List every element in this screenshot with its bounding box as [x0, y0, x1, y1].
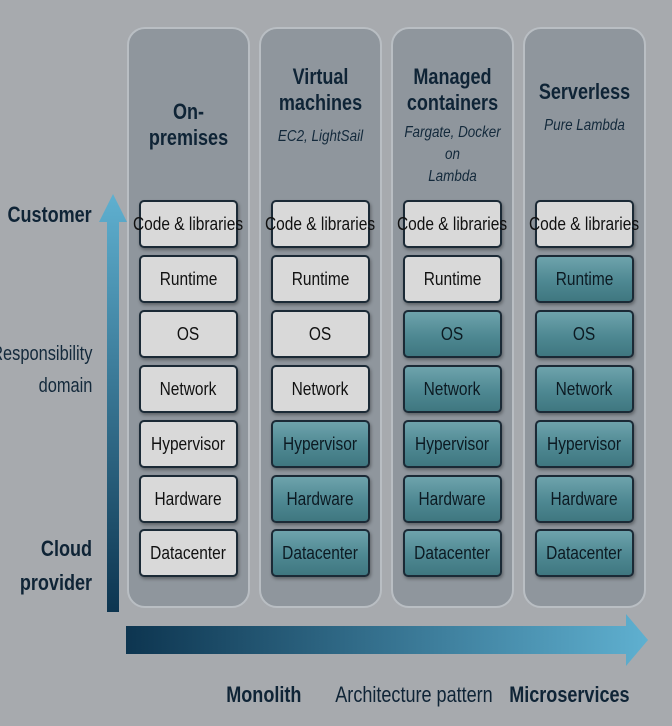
column-subtitle: EC2, LightSail — [277, 128, 364, 145]
responsibility-line-1: Responsibility — [0, 343, 92, 365]
layer-network: Network — [535, 365, 634, 413]
column-title: Managed containers — [406, 64, 499, 115]
layer-label: Hardware — [418, 488, 487, 509]
layer-label: Hypervisor — [283, 433, 358, 454]
layer-datacenter: Datacenter — [403, 529, 502, 577]
layer-label: Network — [556, 378, 613, 399]
layer-label: Datacenter — [150, 542, 227, 563]
layer-label: Network — [292, 378, 349, 399]
customer-label: Customer — [7, 202, 92, 227]
monolith-label: Monolith — [226, 682, 302, 707]
layer-label: Runtime — [291, 268, 350, 289]
layer-os: OS — [403, 310, 502, 358]
layer-code-libraries: Code & libraries — [397, 200, 508, 248]
layer-label: Network — [424, 378, 481, 399]
layer-label: Datacenter — [282, 542, 359, 563]
layer-hardware: Hardware — [139, 475, 238, 523]
layer-os: OS — [535, 310, 634, 358]
layer-code-libraries: Code & libraries — [265, 200, 376, 248]
layer-runtime: Runtime — [403, 255, 502, 303]
column-title: Serverless — [538, 79, 631, 104]
responsibility-line-2: domain — [38, 375, 92, 397]
layer-label: Hardware — [154, 488, 223, 509]
layer-label: OS — [177, 323, 200, 344]
layer-network: Network — [403, 365, 502, 413]
layer-label: Code & libraries — [529, 213, 640, 234]
microservices-label: Microservices — [509, 682, 630, 707]
column-title: On-premises — [148, 99, 229, 150]
layer-datacenter: Datacenter — [139, 529, 238, 577]
layer-label: OS — [441, 323, 464, 344]
layer-hypervisor: Hypervisor — [535, 420, 634, 468]
layer-label: Hypervisor — [151, 433, 226, 454]
layer-hardware: Hardware — [535, 475, 634, 523]
layer-code-libraries: Code & libraries — [529, 200, 640, 248]
architecture-pattern-label: Architecture pattern — [335, 682, 493, 707]
layer-label: Code & libraries — [133, 213, 244, 234]
layer-network: Network — [139, 365, 238, 413]
layer-os: OS — [139, 310, 238, 358]
layer-label: OS — [309, 323, 332, 344]
layer-label: Datacenter — [546, 542, 623, 563]
layer-hypervisor: Hypervisor — [271, 420, 370, 468]
column-subtitle: Fargate, Docker on Lambda — [404, 124, 501, 185]
layer-os: OS — [271, 310, 370, 358]
column-header: On-premises — [129, 29, 248, 199]
layer-network: Network — [271, 365, 370, 413]
column-title: Virtual machines — [278, 64, 363, 115]
layer-label: Runtime — [423, 268, 482, 289]
layer-label: Hardware — [286, 488, 355, 509]
layer-hardware: Hardware — [403, 475, 502, 523]
layer-label: Runtime — [159, 268, 218, 289]
layer-label: Runtime — [555, 268, 614, 289]
layer-runtime: Runtime — [139, 255, 238, 303]
layer-label: Hypervisor — [547, 433, 622, 454]
layer-datacenter: Datacenter — [535, 529, 634, 577]
layer-runtime: Runtime — [535, 255, 634, 303]
layer-label: Hypervisor — [415, 433, 490, 454]
layer-label: Code & libraries — [397, 213, 508, 234]
layer-label: Datacenter — [414, 542, 491, 563]
cloud-provider-label: Cloud provider — [20, 532, 92, 600]
layer-hypervisor: Hypervisor — [403, 420, 502, 468]
layer-label: Network — [160, 378, 217, 399]
cloud-line-1: Cloud — [40, 536, 92, 561]
layer-runtime: Runtime — [271, 255, 370, 303]
layer-label: OS — [573, 323, 596, 344]
layer-hardware: Hardware — [271, 475, 370, 523]
responsibility-arrow — [99, 194, 127, 612]
layer-label: Code & libraries — [265, 213, 376, 234]
architecture-arrow — [126, 614, 648, 666]
column-subtitle: Pure Lambda — [544, 117, 625, 134]
layer-datacenter: Datacenter — [271, 529, 370, 577]
responsibility-domain-label: Responsibility domain — [0, 338, 92, 402]
layer-hypervisor: Hypervisor — [139, 420, 238, 468]
layer-label: Hardware — [550, 488, 619, 509]
layer-code-libraries: Code & libraries — [133, 200, 244, 248]
cloud-line-2: provider — [19, 570, 92, 595]
